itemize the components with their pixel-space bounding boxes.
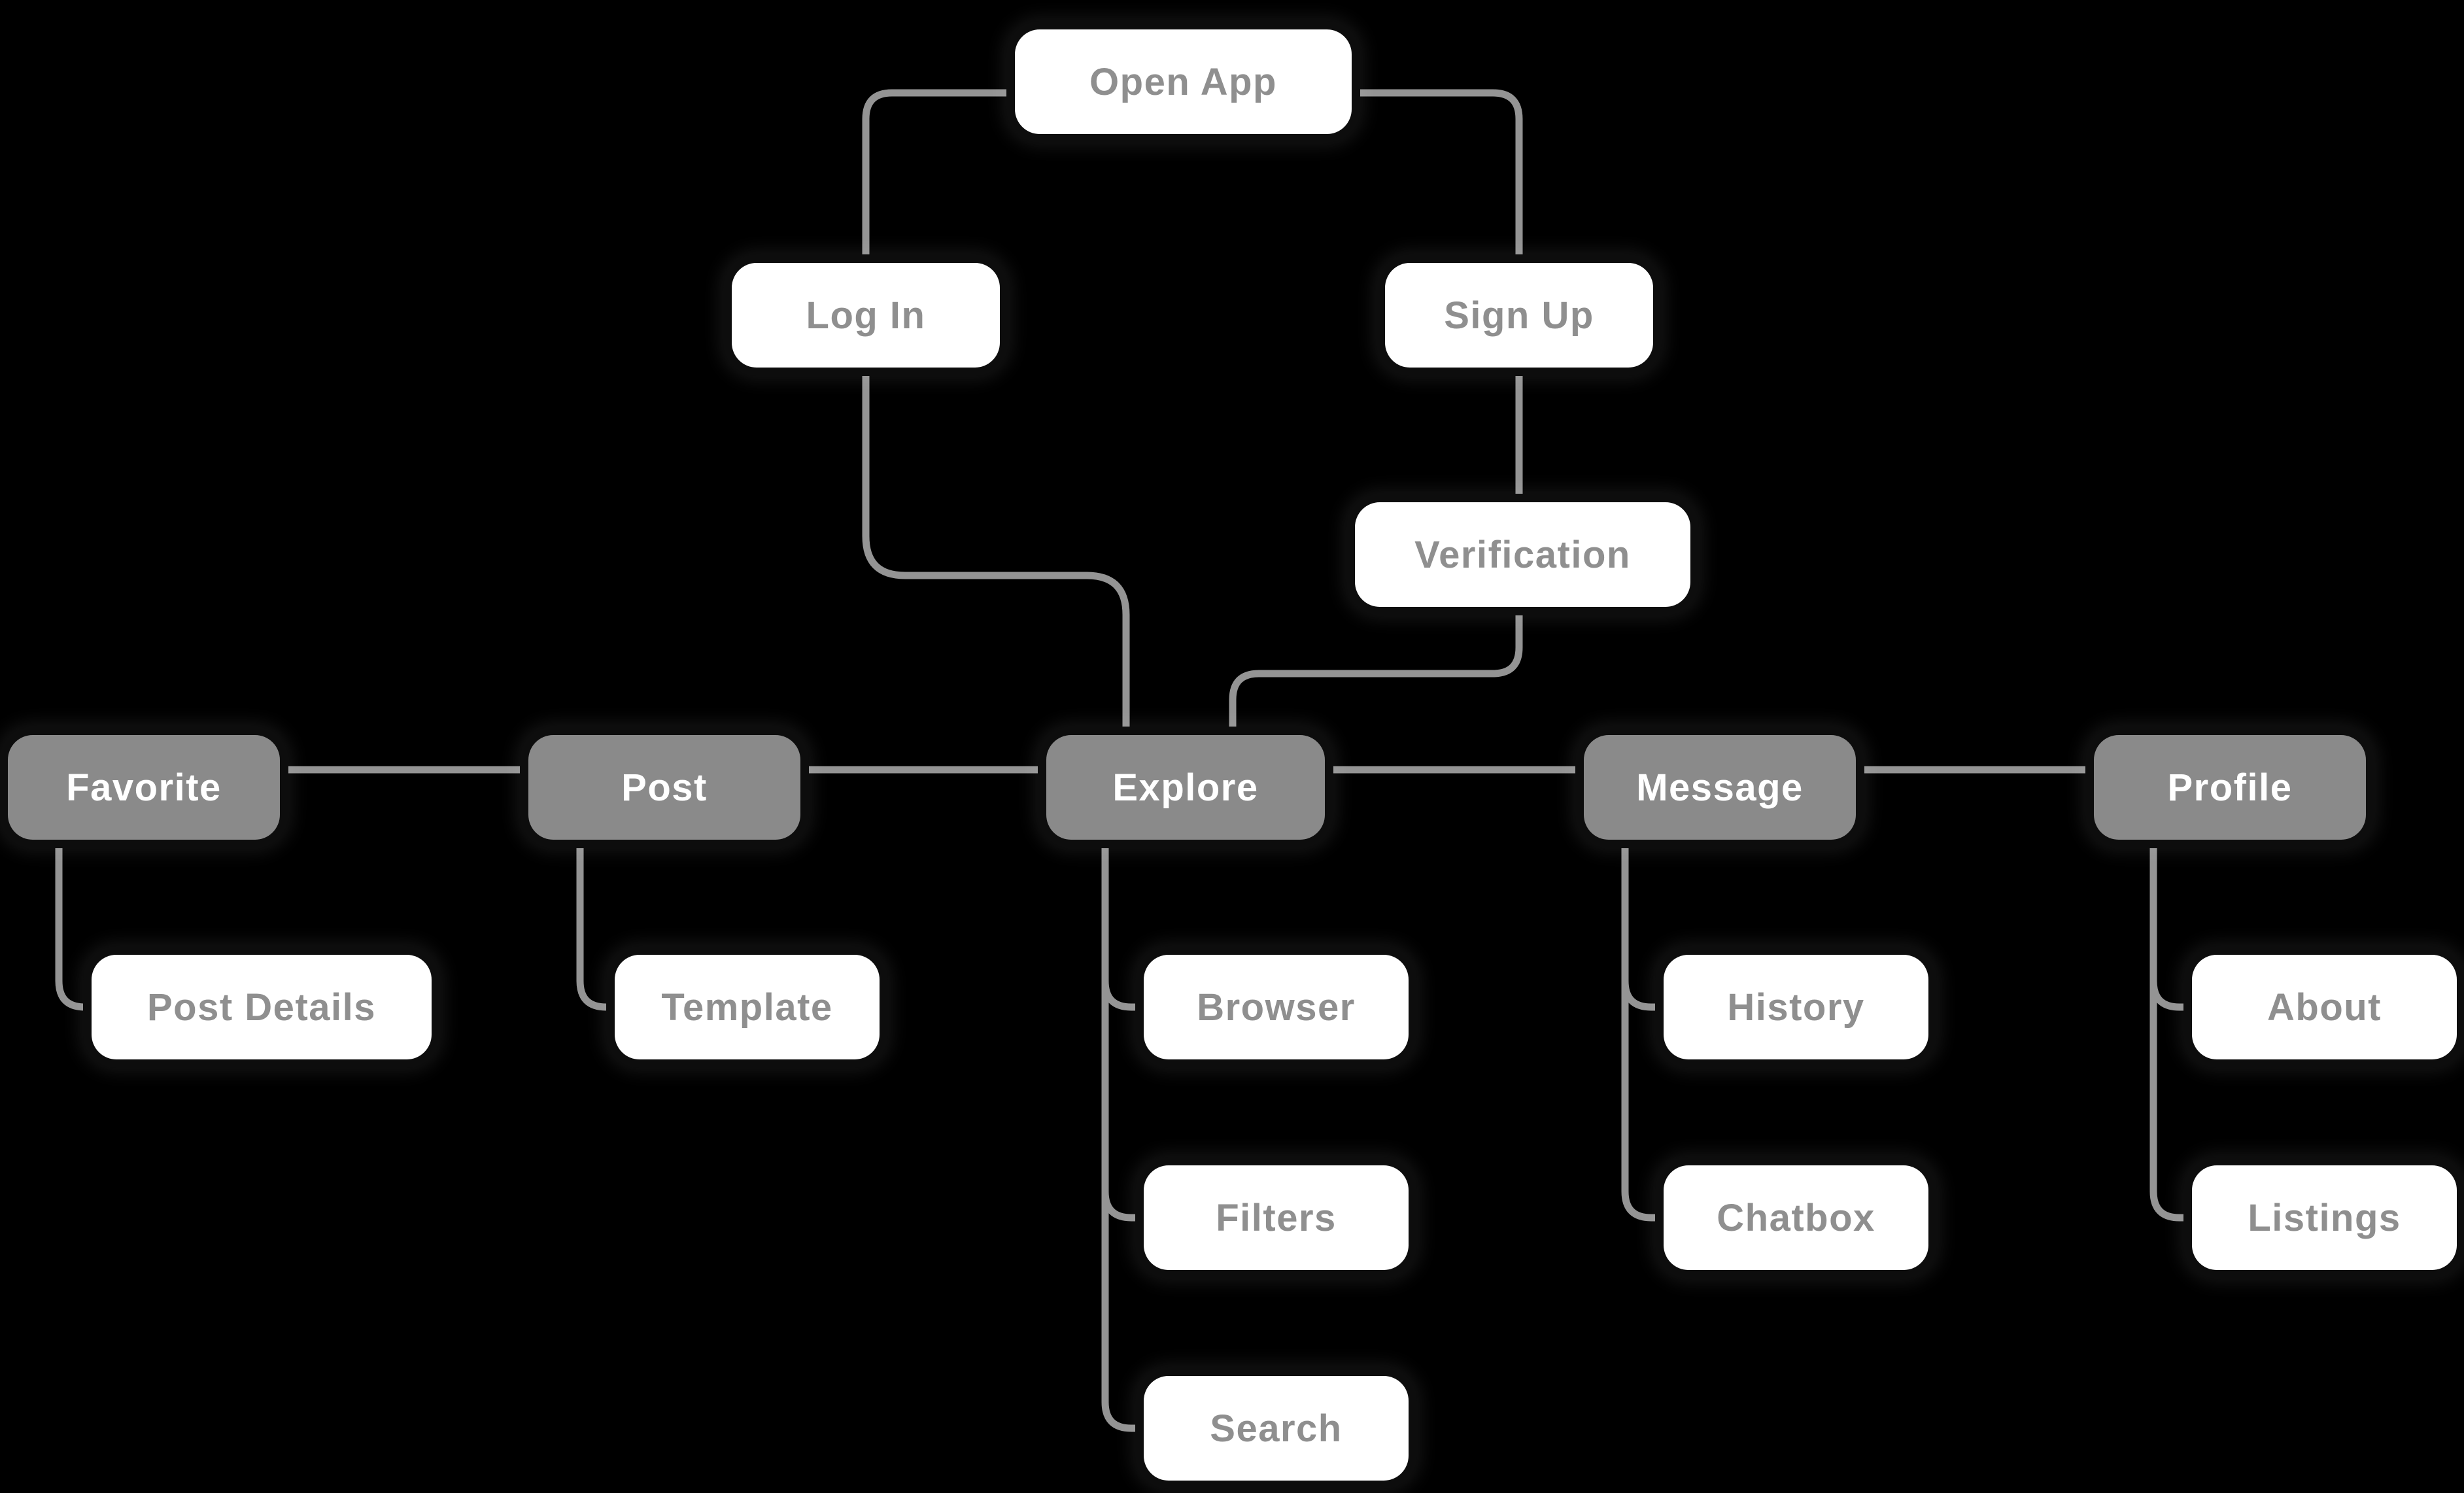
edge-login-explore — [862, 364, 1130, 739]
node-filters-label: Filters — [1216, 1196, 1337, 1239]
node-post-label: Post — [621, 766, 708, 809]
node-log-in-label: Log In — [806, 294, 926, 337]
node-filters[interactable]: Filters — [1144, 1165, 1409, 1270]
node-history[interactable]: History — [1664, 955, 1928, 1059]
edge-openapp-signup — [1348, 89, 1523, 267]
node-log-in[interactable]: Log In — [732, 263, 1000, 368]
node-profile-label: Profile — [2167, 766, 2293, 809]
node-chatbox[interactable]: Chatbox — [1664, 1165, 1928, 1270]
node-chatbox-label: Chatbox — [1717, 1196, 1875, 1239]
node-listings[interactable]: Listings — [2192, 1165, 2457, 1270]
edge-explore-filters — [1101, 1188, 1148, 1222]
node-message-label: Message — [1636, 766, 1804, 809]
node-template[interactable]: Template — [615, 955, 880, 1059]
node-browser-label: Browser — [1197, 986, 1356, 1029]
node-about-label: About — [2267, 986, 2382, 1029]
node-template-label: Template — [661, 986, 833, 1029]
node-favorite-label: Favorite — [66, 766, 222, 809]
edge-verification-explore — [1229, 603, 1523, 739]
node-favorite[interactable]: Favorite — [8, 735, 280, 840]
node-post-details-label: Post Details — [147, 986, 376, 1029]
node-search[interactable]: Search — [1144, 1376, 1409, 1481]
node-verification[interactable]: Verification — [1355, 502, 1690, 607]
node-explore-label: Explore — [1112, 766, 1259, 809]
node-explore[interactable]: Explore — [1046, 735, 1325, 840]
node-browser[interactable]: Browser — [1144, 955, 1409, 1059]
node-listings-label: Listings — [2248, 1196, 2401, 1239]
node-profile[interactable]: Profile — [2094, 735, 2366, 840]
edge-favorite-postdetails — [55, 836, 97, 1011]
edge-message-trunk-chatbox — [1621, 836, 1668, 1222]
edge-profile-about — [2149, 977, 2196, 1011]
node-post-details[interactable]: Post Details — [92, 955, 432, 1059]
edge-post-template — [576, 836, 620, 1011]
edge-explore-browser — [1101, 977, 1148, 1011]
node-about[interactable]: About — [2192, 955, 2457, 1059]
edge-profile-trunk-listings — [2149, 836, 2196, 1222]
node-sign-up-label: Sign Up — [1444, 294, 1594, 337]
edge-explore-trunk-search — [1101, 836, 1148, 1432]
node-history-label: History — [1727, 986, 1865, 1029]
node-open-app-label: Open App — [1089, 60, 1277, 103]
node-message[interactable]: Message — [1584, 735, 1856, 840]
node-verification-label: Verification — [1414, 533, 1631, 576]
node-post[interactable]: Post — [528, 735, 800, 840]
node-search-label: Search — [1210, 1407, 1343, 1450]
edge-message-history — [1621, 977, 1668, 1011]
edge-openapp-login — [862, 89, 1019, 267]
node-sign-up[interactable]: Sign Up — [1385, 263, 1653, 368]
node-open-app[interactable]: Open App — [1015, 29, 1352, 134]
